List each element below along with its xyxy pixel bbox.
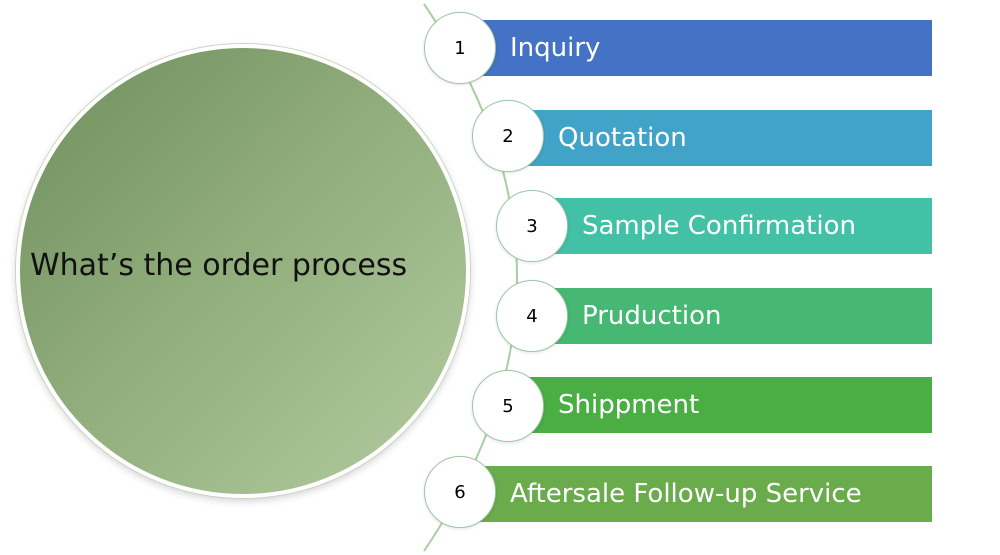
diagram-title: What’s the order process [30,248,408,283]
step-number-circle: 5 [472,370,544,442]
step-label: Pruduction [582,301,722,331]
step-number: 4 [526,305,538,327]
step-number-circle: 4 [496,280,568,352]
step-number: 6 [454,481,466,503]
step-number: 2 [502,125,514,147]
step-bar-shipment: Shippment [508,377,932,433]
step-number-circle: 3 [496,190,568,262]
step-number: 1 [454,37,466,59]
step-label: Shippment [558,390,700,420]
step-bar-sample-confirmation: Sample Confirmation [532,198,932,254]
step-label: Quotation [558,123,687,153]
step-bar-aftersale-service: Aftersale Follow-up Service [460,466,932,522]
step-bar-quotation: Quotation [508,110,932,166]
step-number: 3 [526,215,538,237]
title-circle [16,44,470,498]
step-bar-inquiry: Inquiry [460,20,932,76]
step-label: Inquiry [510,33,601,63]
step-label: Sample Confirmation [582,211,856,241]
step-number: 5 [502,395,514,417]
step-number-circle: 2 [472,100,544,172]
step-bar-production: Pruduction [532,288,932,344]
step-number-circle: 6 [424,456,496,528]
step-label: Aftersale Follow-up Service [510,479,862,509]
step-number-circle: 1 [424,12,496,84]
